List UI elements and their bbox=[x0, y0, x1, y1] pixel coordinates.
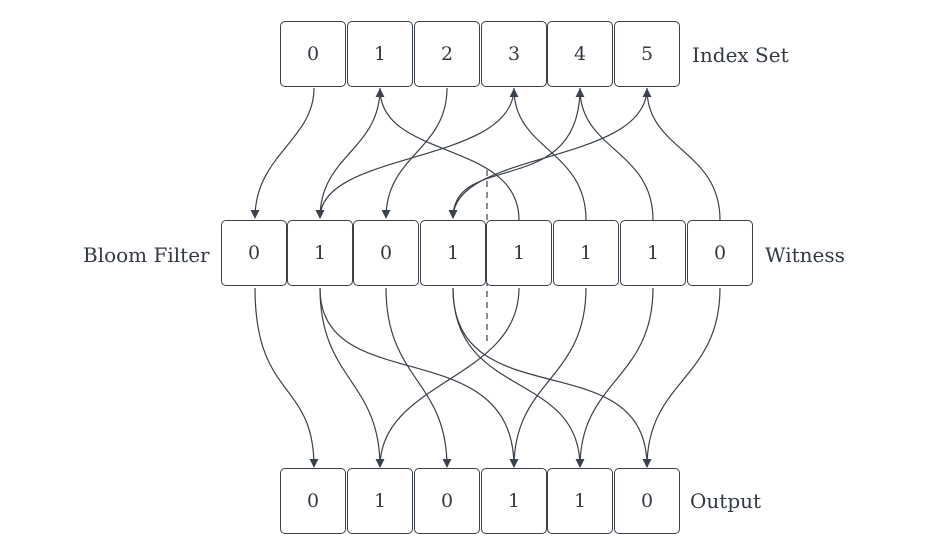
output-cell-3: 1 bbox=[481, 468, 547, 534]
index-cell-3: 3 bbox=[481, 21, 547, 87]
edge-witness7-to-index5 bbox=[642, 88, 721, 221]
filter-cell-2: 0 bbox=[353, 220, 419, 286]
output-cell-5: 0 bbox=[614, 468, 680, 534]
edge-witness4-to-output1 bbox=[375, 287, 520, 468]
index-cell-4: 4 bbox=[547, 21, 613, 87]
filter-cell-3: 1 bbox=[420, 220, 486, 286]
output-label: Output bbox=[690, 489, 762, 513]
edge-index1-to-filter1 bbox=[315, 87, 381, 219]
edge-index5-to-filter3 bbox=[448, 87, 648, 219]
filter-cell-0: 0 bbox=[221, 220, 287, 286]
edge-filter1-to-output1 bbox=[319, 287, 385, 468]
index-cell-5: 5 bbox=[614, 21, 680, 87]
output-cell-1: 1 bbox=[347, 468, 413, 534]
bloom-filter-label: Bloom Filter bbox=[83, 243, 210, 267]
edge-witness5-to-index3 bbox=[509, 88, 587, 221]
edge-witness4-to-index1 bbox=[375, 88, 520, 221]
output-cell-4: 1 bbox=[547, 468, 613, 534]
witness-label: Witness bbox=[765, 243, 845, 267]
edge-filter0-to-output0 bbox=[254, 287, 319, 468]
index-cell-1: 1 bbox=[347, 21, 413, 87]
edge-index2-to-filter2 bbox=[381, 87, 448, 219]
edge-index4-to-filter3 bbox=[448, 87, 581, 219]
edge-filter3-to-output4 bbox=[452, 287, 585, 468]
index-cell-0: 0 bbox=[280, 21, 346, 87]
edge-index3-to-filter1 bbox=[315, 87, 515, 219]
witness-cell-6: 1 bbox=[620, 220, 686, 286]
witness-cell-4: 1 bbox=[486, 220, 552, 286]
edge-filter2-to-output2 bbox=[385, 287, 452, 468]
index-set-label: Index Set bbox=[692, 43, 789, 67]
filter-cell-1: 1 bbox=[287, 220, 353, 286]
witness-cell-5: 1 bbox=[553, 220, 619, 286]
edge-witness6-to-index4 bbox=[575, 88, 654, 221]
edge-filter1-to-output3 bbox=[319, 287, 519, 468]
edge-index0-to-filter0 bbox=[250, 87, 315, 219]
output-cell-2: 0 bbox=[414, 468, 480, 534]
edge-witness5-to-output3 bbox=[509, 287, 587, 468]
edge-witness6-to-output4 bbox=[575, 287, 654, 468]
output-cell-0: 0 bbox=[280, 468, 346, 534]
edge-witness7-to-output5 bbox=[642, 287, 721, 468]
index-cell-2: 2 bbox=[414, 21, 480, 87]
witness-cell-7: 0 bbox=[687, 220, 753, 286]
